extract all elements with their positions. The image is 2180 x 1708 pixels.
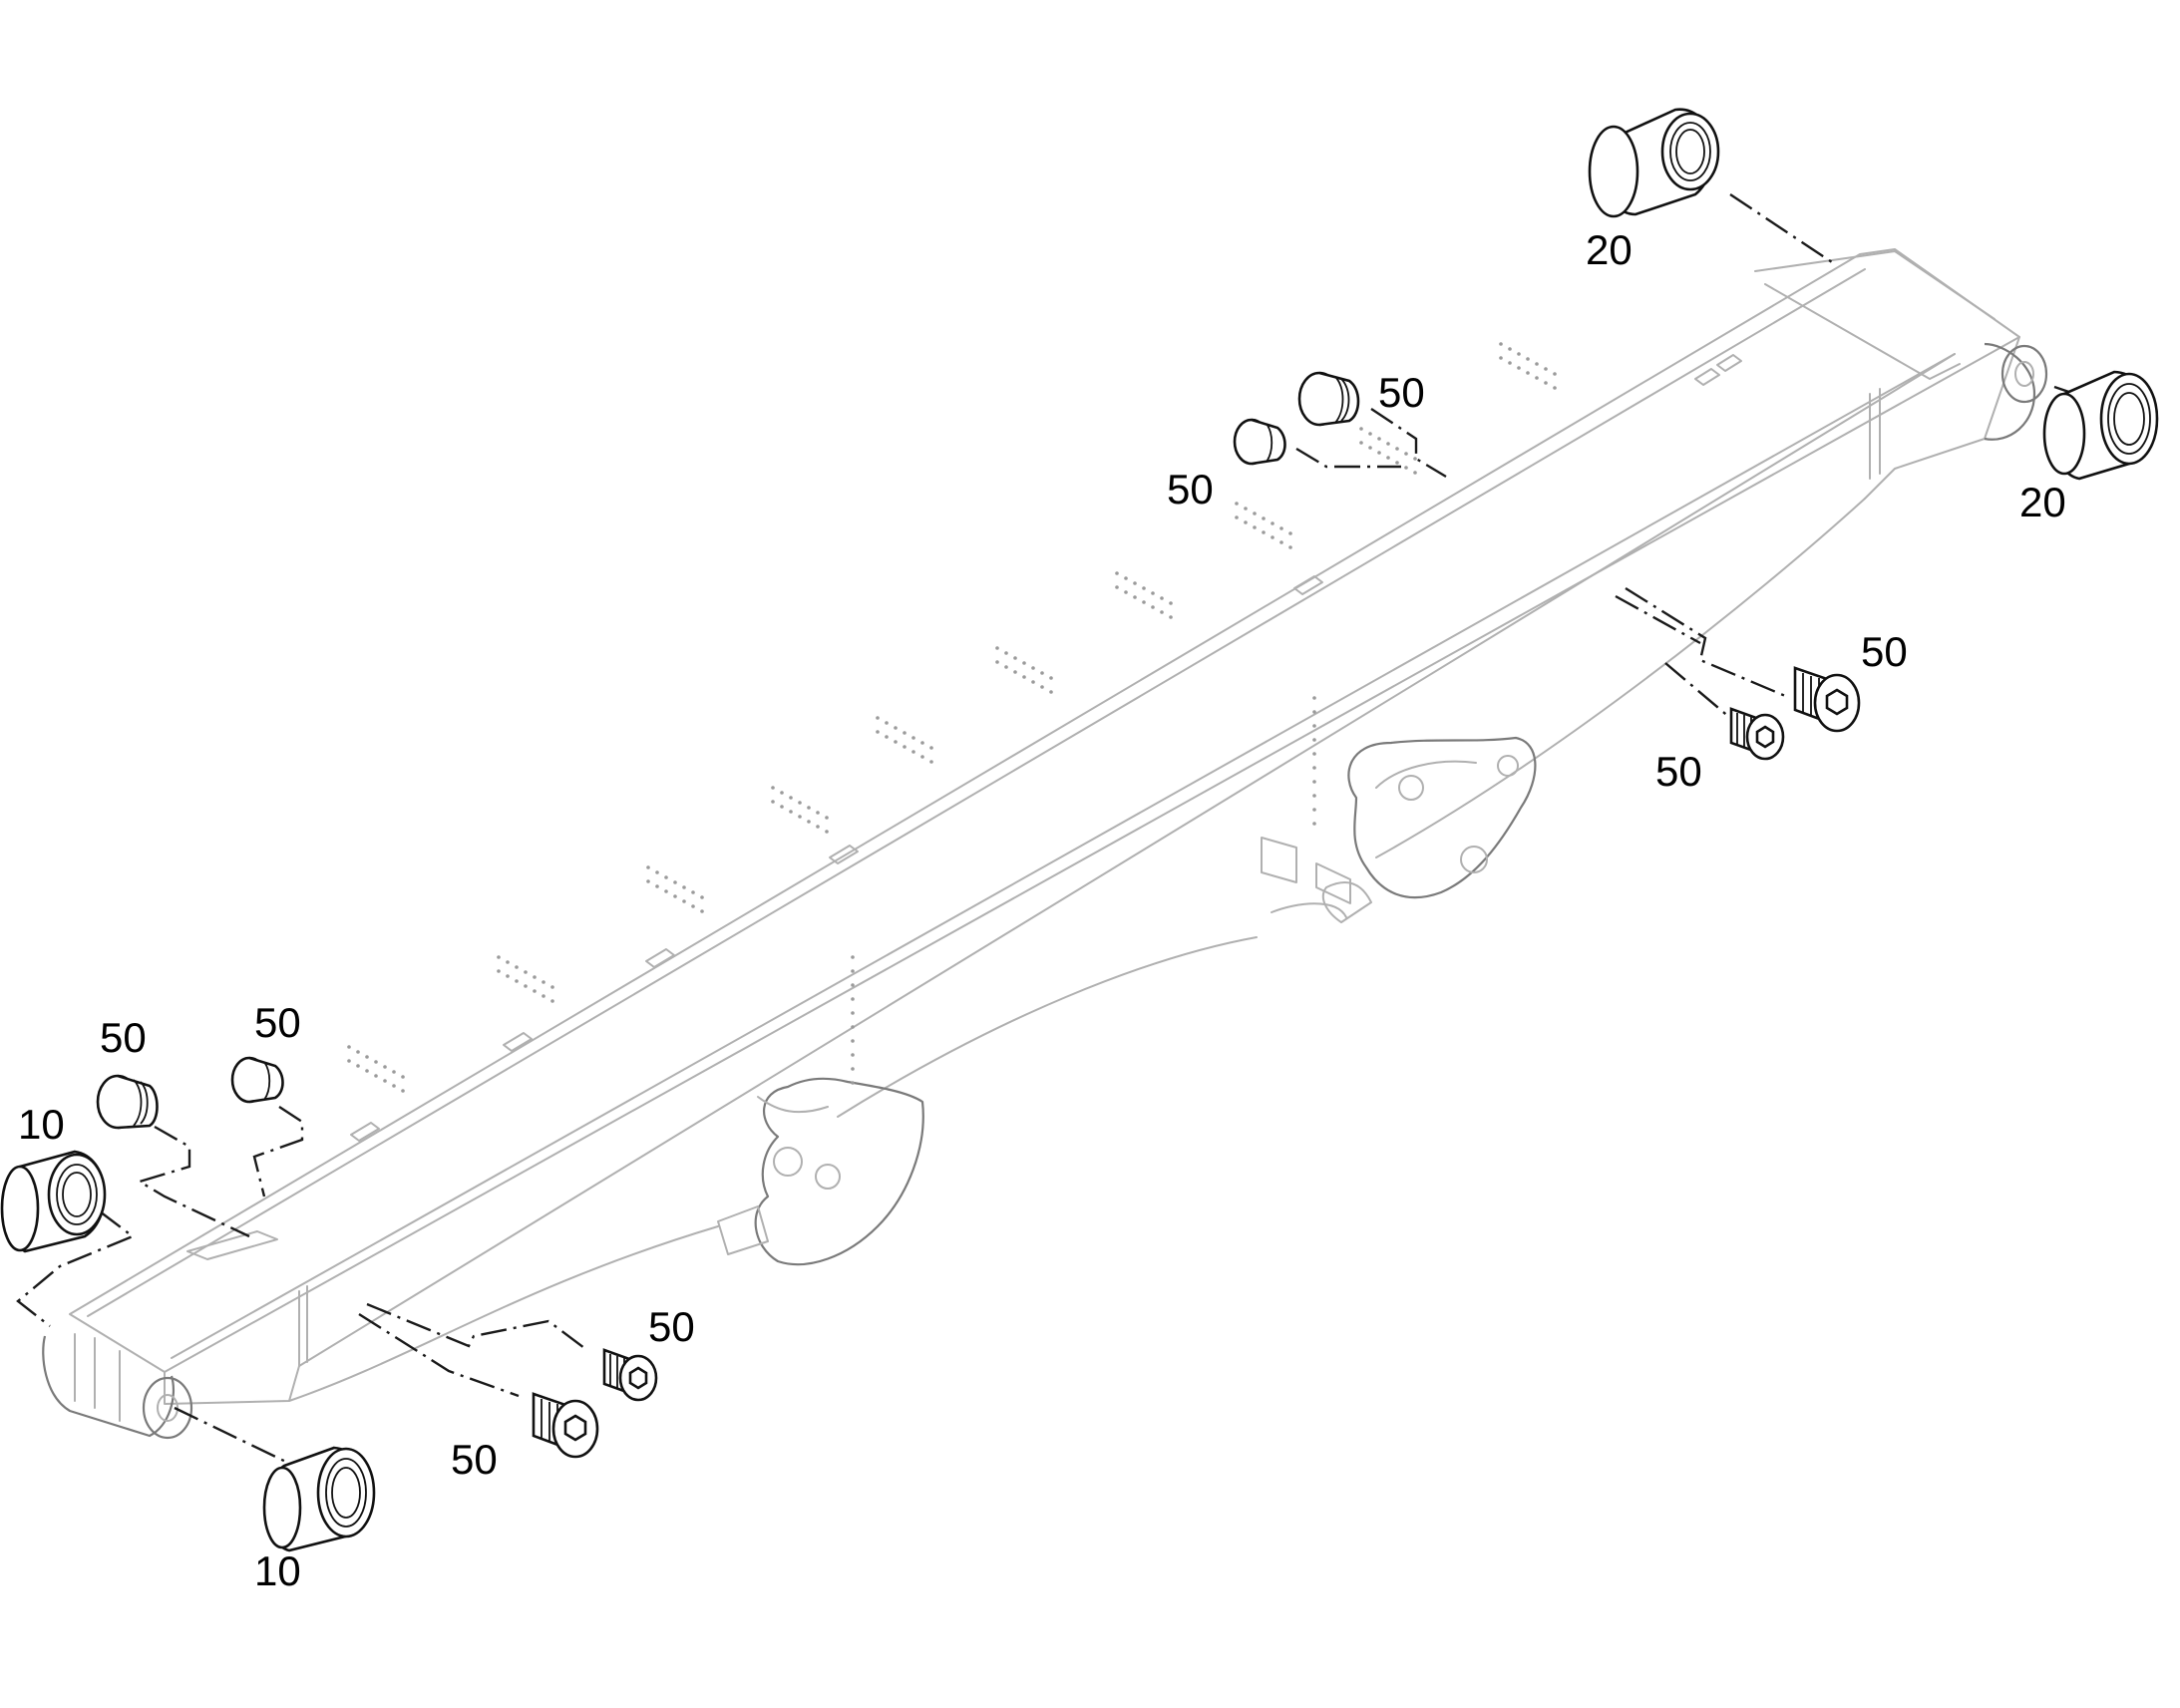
cylinder-mount-bracket-upper	[1261, 736, 1537, 923]
callout-50-upper-b: 50	[1167, 466, 1214, 512]
plug-50-lower-small	[602, 1348, 658, 1402]
callout-50-upper-a: 50	[1378, 369, 1425, 416]
weld-mark-dots	[347, 342, 1557, 1093]
callout-50-right-a: 50	[1861, 628, 1908, 675]
plug-50-right-large	[1793, 666, 1861, 733]
plug-50-right-small	[1729, 707, 1785, 761]
cylinder-mount-bracket-lower	[717, 1077, 924, 1266]
callout-10-upper: 10	[18, 1101, 65, 1148]
boom-arm	[42, 248, 2048, 1440]
callout-50-lower-a: 50	[648, 1303, 695, 1350]
plug-50-upper-large	[1297, 371, 1360, 427]
callout-labels: 20 20 50 50 50 50 50 50 10 50 50 10	[18, 226, 2066, 1594]
bushing-20-upper	[1588, 108, 1720, 218]
callout-50-lower-b: 50	[451, 1436, 498, 1483]
callout-20-upper: 20	[1586, 226, 1633, 273]
callout-50-left-b: 50	[254, 999, 301, 1046]
plug-50-left-small	[230, 1056, 284, 1104]
plug-50-lower-large	[532, 1392, 599, 1459]
callout-50-right-b: 50	[1655, 748, 1702, 795]
bushing-10-lower	[262, 1446, 376, 1552]
callout-20-lower: 20	[2019, 479, 2066, 525]
bushing-20-lower	[2042, 370, 2159, 481]
leader-lines	[16, 193, 2090, 1468]
mounting-lugs	[186, 354, 1742, 1260]
bushing-10-upper	[0, 1150, 107, 1253]
plug-50-upper-small	[1233, 418, 1286, 466]
plug-50-left-large	[96, 1074, 159, 1130]
callout-50-left-a: 50	[100, 1014, 147, 1061]
callout-10-lower: 10	[254, 1547, 301, 1594]
